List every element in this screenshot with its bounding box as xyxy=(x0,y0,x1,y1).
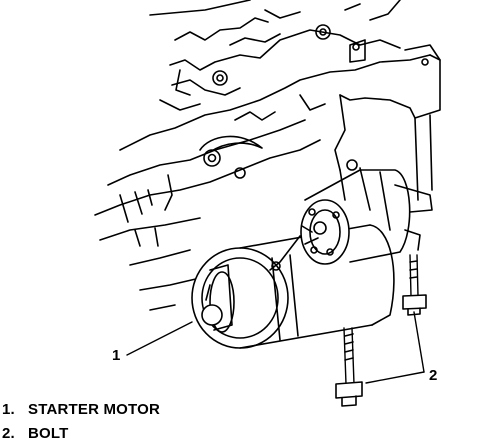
starter-motor xyxy=(191,167,433,349)
legend-number: 2. xyxy=(2,425,15,442)
leader-lines xyxy=(126,311,425,384)
engine-fasteners xyxy=(203,24,429,179)
legend-number: 1. xyxy=(2,401,15,418)
bolt-left xyxy=(335,327,363,407)
legend-item: 1. STARTER MOTOR xyxy=(2,402,160,417)
engine-block xyxy=(94,0,441,311)
callout-label-2: 2 xyxy=(429,367,438,384)
bolt-right xyxy=(402,254,427,316)
callout-label-1: 1 xyxy=(112,347,121,364)
legend-label: STARTER MOTOR xyxy=(28,401,161,418)
legend-label: BOLT xyxy=(28,425,69,442)
legend-item: 2. BOLT xyxy=(2,426,69,441)
